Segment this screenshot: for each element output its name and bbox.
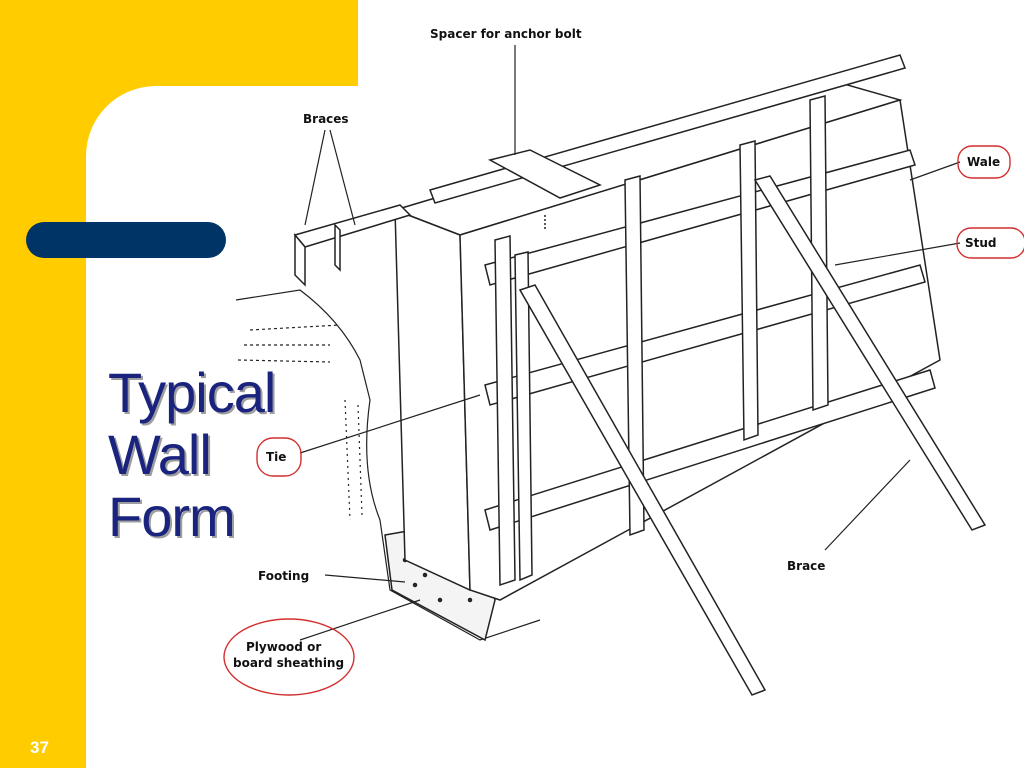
label-plywood-1: Plywood or [246,640,321,654]
slide-title: Typical Wall Form [108,361,276,548]
label-braces: Braces [303,112,349,126]
studs [494,95,829,587]
red-markup [223,145,1024,696]
title-line-1: Typical [108,361,276,424]
label-brace: Brace [787,559,825,573]
label-wale: Wale [967,155,1000,169]
top-braces [293,204,412,287]
label-plywood-2: board sheathing [233,656,344,670]
anchor-spacer [487,149,602,230]
title-line-2: Wall [108,423,212,486]
label-footing: Footing [258,569,309,583]
label-stud: Stud [965,236,997,250]
ground [235,289,541,641]
diagonal-braces [518,175,987,696]
page-number: 37 [30,738,49,757]
navy-accent-bar [26,222,226,258]
title-line-3: Form [108,485,236,548]
label-tie: Tie [266,450,286,464]
label-spacer: Spacer for anchor bolt [430,27,582,41]
yellow-sidebar [0,0,92,768]
leader-lines [299,45,961,641]
